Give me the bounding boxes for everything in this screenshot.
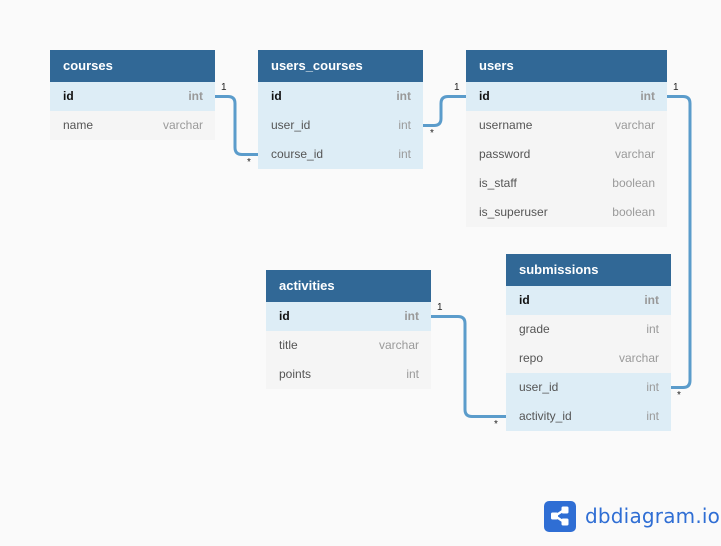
field-row-id[interactable]: id int [258, 82, 423, 111]
field-name: user_id [519, 380, 559, 394]
field-row-is-superuser[interactable]: is_superuser boolean [466, 198, 667, 227]
field-name: is_superuser [479, 205, 548, 219]
field-type: varchar [378, 338, 419, 352]
field-name: is_staff [479, 176, 517, 190]
cardinality-one-label: 1 [673, 82, 679, 93]
field-type: varchar [614, 118, 655, 132]
field-name: title [279, 338, 298, 352]
field-name: activity_id [519, 409, 572, 423]
field-name: id [479, 89, 490, 103]
field-type: varchar [614, 147, 655, 161]
field-name: points [279, 367, 312, 381]
table-users-courses[interactable]: users_courses id int user_id int course_… [258, 50, 423, 169]
field-row-course-id[interactable]: course_id int [258, 140, 423, 169]
field-type: boolean [612, 205, 655, 219]
field-name: username [479, 118, 533, 132]
table-header[interactable]: courses [50, 50, 215, 82]
field-name: course_id [271, 147, 324, 161]
field-row-user-id[interactable]: user_id int [506, 373, 671, 402]
field-name: user_id [271, 118, 311, 132]
table-header[interactable]: activities [266, 270, 431, 302]
table-header[interactable]: submissions [506, 254, 671, 286]
field-type: int [188, 89, 203, 103]
field-row-id[interactable]: id int [466, 82, 667, 111]
field-name: id [279, 309, 290, 323]
cardinality-one-label: 1 [454, 82, 460, 93]
cardinality-one-label: 1 [221, 82, 227, 93]
field-name: name [63, 118, 94, 132]
field-name: password [479, 147, 531, 161]
field-type: int [404, 309, 419, 323]
field-type: boolean [612, 176, 655, 190]
field-name: id [63, 89, 74, 103]
table-users[interactable]: users id int username varchar password v… [466, 50, 667, 227]
cardinality-many-label: * [494, 419, 498, 430]
field-row-id[interactable]: id int [50, 82, 215, 111]
field-type: int [646, 409, 659, 423]
field-row-activity-id[interactable]: activity_id int [506, 402, 671, 431]
field-type: varchar [618, 351, 659, 365]
field-row-grade[interactable]: grade int [506, 315, 671, 344]
field-name: id [271, 89, 282, 103]
field-row-title[interactable]: title varchar [266, 331, 431, 360]
field-name: repo [519, 351, 544, 365]
table-courses[interactable]: courses id int name varchar [50, 50, 215, 140]
table-submissions[interactable]: submissions id int grade int repo varcha… [506, 254, 671, 431]
field-row-name[interactable]: name varchar [50, 111, 215, 140]
field-type: int [646, 380, 659, 394]
field-row-username[interactable]: username varchar [466, 111, 667, 140]
field-row-points[interactable]: points int [266, 360, 431, 389]
field-type: int [406, 367, 419, 381]
field-row-is-staff[interactable]: is_staff boolean [466, 169, 667, 198]
field-type: int [398, 147, 411, 161]
table-header[interactable]: users [466, 50, 667, 82]
field-type: int [396, 89, 411, 103]
cardinality-many-label: * [677, 390, 681, 401]
field-type: int [646, 322, 659, 336]
field-type: varchar [162, 118, 203, 132]
share-nodes-icon [544, 500, 576, 532]
cardinality-many-label: * [430, 128, 434, 139]
field-name: id [519, 293, 530, 307]
dbdiagram-brand[interactable]: dbdiagram.io [544, 500, 720, 532]
connector-activities-submissions[interactable] [431, 315, 506, 418]
field-row-repo[interactable]: repo varchar [506, 344, 671, 373]
connector-users-users-courses[interactable] [423, 95, 466, 127]
field-type: int [640, 89, 655, 103]
table-header[interactable]: users_courses [258, 50, 423, 82]
field-type: int [398, 118, 411, 132]
cardinality-many-label: * [247, 157, 251, 168]
field-name: grade [519, 322, 550, 336]
field-row-user-id[interactable]: user_id int [258, 111, 423, 140]
field-row-id[interactable]: id int [266, 302, 431, 331]
field-type: int [644, 293, 659, 307]
cardinality-one-label: 1 [437, 302, 443, 313]
table-activities[interactable]: activities id int title varchar points i… [266, 270, 431, 389]
field-row-id[interactable]: id int [506, 286, 671, 315]
field-row-password[interactable]: password varchar [466, 140, 667, 169]
connector-courses-users-courses[interactable] [215, 95, 258, 156]
brand-text: dbdiagram.io [585, 504, 721, 528]
